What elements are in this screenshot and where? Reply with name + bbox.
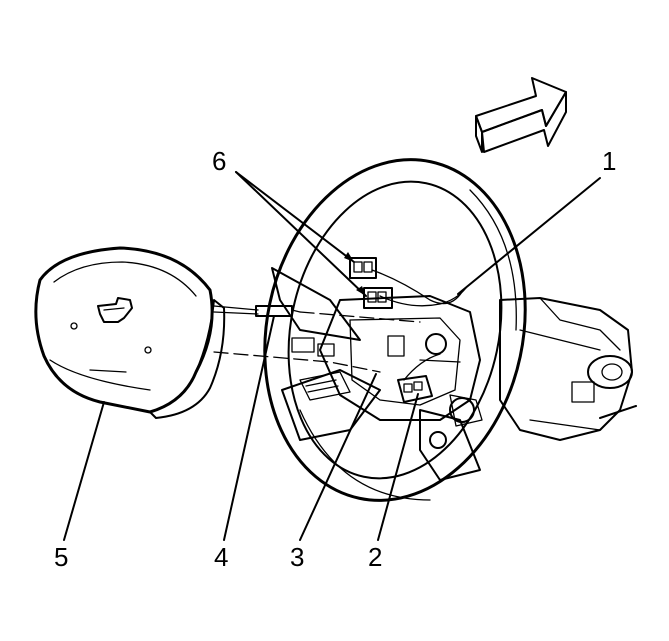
callout-5: 5 — [54, 542, 68, 572]
bowtie-emblem-icon — [97, 297, 133, 323]
leader-3 — [299, 373, 377, 541]
upper-connector — [349, 257, 377, 279]
leader-1 — [457, 177, 601, 295]
leader-6a — [235, 171, 355, 263]
callout-1: 1 — [602, 146, 616, 176]
leader-lines — [63, 171, 601, 541]
clip-connector — [397, 375, 433, 403]
leader-6b — [235, 171, 367, 297]
leader-2 — [377, 393, 419, 541]
airbag-module — [34, 246, 226, 419]
forward-direction-arrow-icon — [475, 77, 567, 153]
callout-4: 4 — [214, 542, 228, 572]
leader-4 — [223, 315, 275, 541]
lower-connector — [363, 287, 393, 309]
arrowhead-6b — [356, 286, 366, 296]
arrowhead-6a — [344, 252, 354, 262]
callout-3: 3 — [290, 542, 304, 572]
callout-6: 6 — [212, 146, 226, 176]
steering-column — [499, 297, 637, 441]
alignment-lines — [213, 311, 421, 373]
steering-wheel — [263, 158, 527, 502]
leader-5 — [63, 401, 105, 541]
wiring-harness — [371, 269, 467, 381]
callout-2: 2 — [368, 542, 382, 572]
